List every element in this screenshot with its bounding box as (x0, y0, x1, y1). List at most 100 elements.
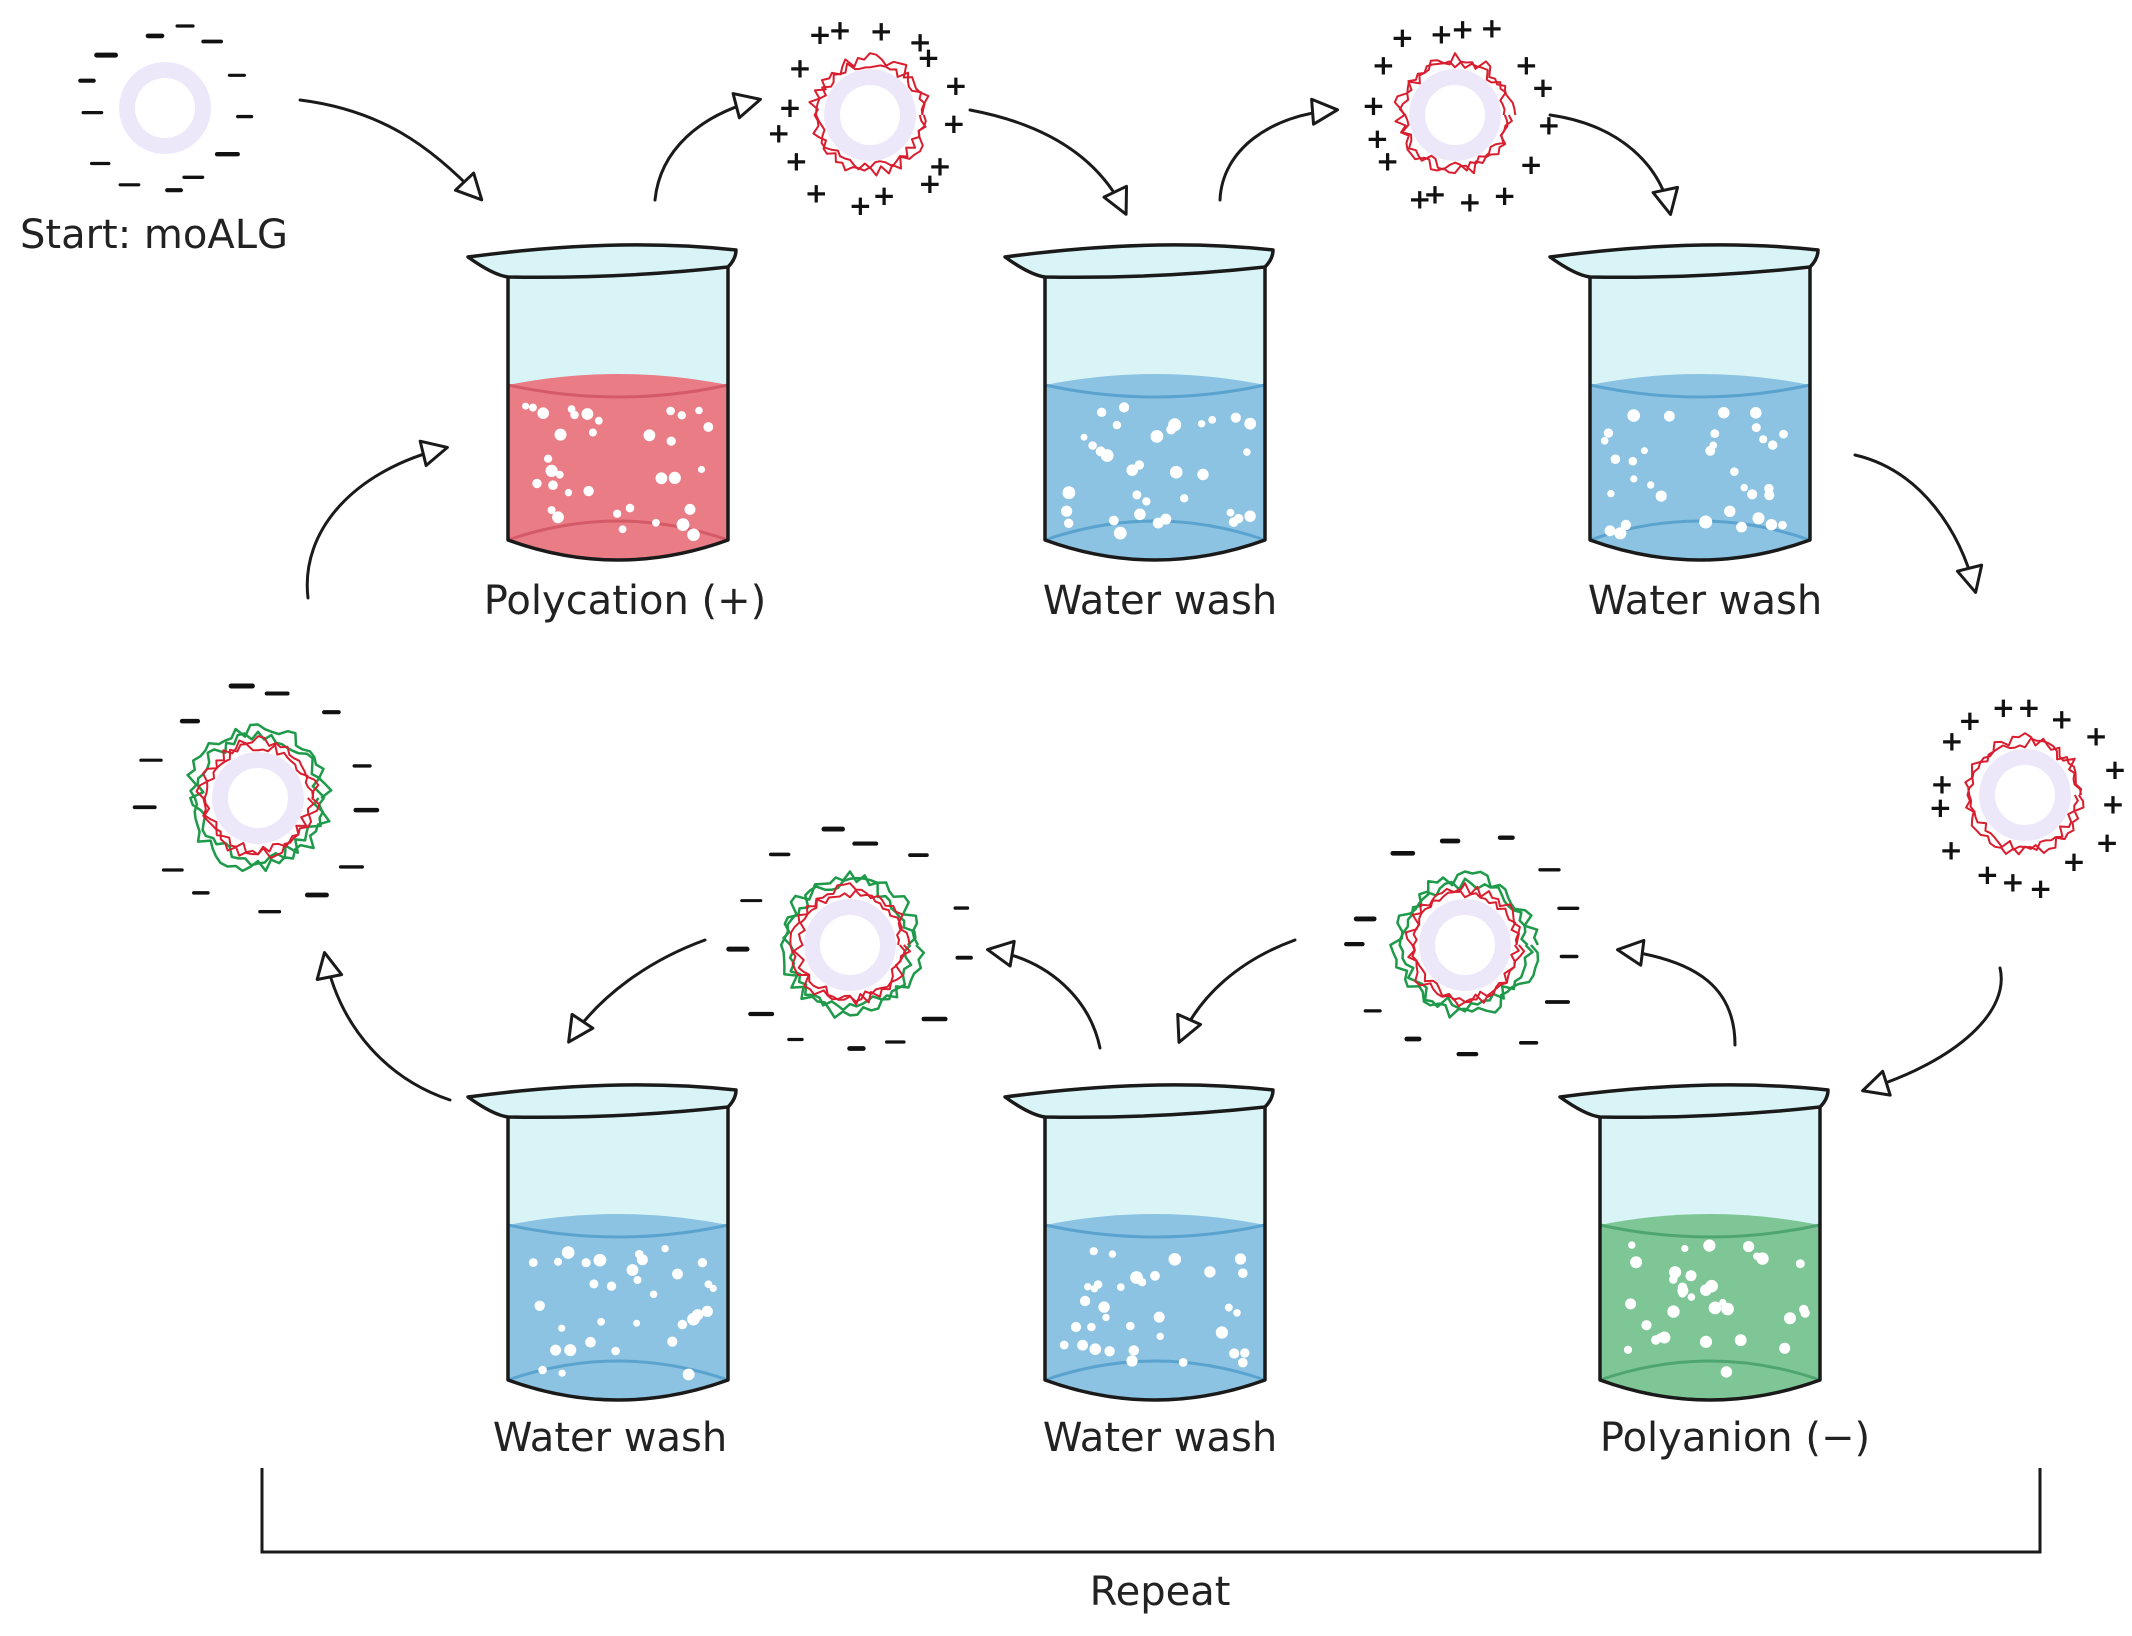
beaker-outline (1588, 265, 1812, 562)
particle-moalg (78, 24, 254, 193)
bubble (1603, 428, 1614, 438)
repeat-label: Repeat (1090, 1569, 1231, 1615)
bubble (1180, 494, 1189, 503)
bubble (1604, 525, 1616, 537)
bubble (682, 1368, 695, 1381)
bubble (1079, 1295, 1091, 1307)
bubble (1620, 519, 1632, 531)
bubble (618, 525, 627, 534)
bubble (1062, 486, 1076, 500)
charge-sign-positive: + (788, 52, 811, 85)
bubble (1625, 1298, 1637, 1310)
charge-sign-positive: + (1930, 768, 1953, 801)
charge-sign-positive: + (944, 69, 967, 102)
bubble (593, 1253, 607, 1267)
bubble (1703, 1239, 1716, 1252)
charge-sign-positive: + (1480, 11, 1503, 44)
bubble (1640, 447, 1648, 455)
bubble (1160, 513, 1172, 525)
charge-sign-positive: + (804, 176, 827, 209)
bubble (1764, 490, 1775, 501)
particle-polycation-coated: ++++++++++++++++ (767, 14, 968, 222)
charge-sign-positive: + (767, 117, 790, 150)
bubble (1243, 448, 1251, 456)
beaker-outline (1043, 1105, 1267, 1402)
charge-sign-positive: + (2084, 720, 2107, 753)
bubble (672, 1268, 683, 1280)
charge-sign-positive: + (908, 25, 931, 58)
particle-core (820, 915, 880, 975)
bubble (676, 518, 690, 531)
bubble (1750, 407, 1762, 419)
bubble (1708, 1301, 1722, 1315)
polyelectrolyte-layer (186, 723, 333, 873)
bubble (1623, 1345, 1633, 1354)
charge-sign-positive: + (1430, 18, 1453, 51)
bubble (626, 1264, 639, 1276)
bubble (1234, 1253, 1247, 1265)
beaker-rim (1003, 1083, 1275, 1120)
bubble (1084, 1283, 1092, 1291)
bubble (1240, 1348, 1250, 1358)
bubble (1779, 1342, 1791, 1354)
particle-core (840, 85, 900, 145)
bubble (1233, 1309, 1241, 1317)
arrow-loop-back (305, 439, 449, 600)
bubble (548, 480, 558, 491)
bubble (588, 428, 597, 437)
bubble (1102, 1313, 1110, 1322)
bubble (1089, 1343, 1102, 1355)
bubble (1150, 1270, 1160, 1281)
bubble (1244, 510, 1256, 522)
bubble (666, 436, 676, 446)
bubble (561, 1246, 575, 1259)
bubble (1678, 1289, 1687, 1298)
charge-sign-positive: + (2095, 826, 2118, 859)
bubble (564, 488, 573, 497)
polyelectrolyte-layer (1964, 732, 2085, 856)
charge-sign-positive: + (1376, 145, 1399, 178)
beaker-water-wash-2 (1548, 243, 1820, 562)
bubble (1768, 440, 1778, 450)
bubble (1238, 1268, 1248, 1278)
bubble (1070, 1321, 1082, 1333)
particle-polyanion-coated (1344, 835, 1580, 1057)
beaker-rim (1548, 243, 1820, 280)
bubble (1795, 1259, 1805, 1269)
bubble (1705, 1279, 1718, 1293)
charge-sign-positive: + (2103, 753, 2126, 786)
polyelectrolyte-layer (195, 735, 321, 860)
beaker-outline (506, 265, 730, 562)
bubble (1681, 1244, 1689, 1253)
charge-sign-positive: + (1458, 185, 1481, 218)
bubble (1169, 465, 1183, 479)
bubble (1108, 1250, 1117, 1258)
bubble (1628, 456, 1638, 466)
charge-sign-positive: + (1939, 834, 1962, 867)
arrow-right-down (1853, 453, 1984, 594)
bubble (594, 416, 603, 425)
arrow-into-water-wash-4 (567, 938, 707, 1044)
bubble (1098, 1301, 1110, 1313)
bubble (1778, 520, 1787, 530)
charge-sign-positive: + (2101, 788, 2124, 821)
charge-sign-positive: + (942, 107, 965, 140)
bubble (666, 406, 675, 416)
charge-sign-positive: + (1940, 725, 1963, 758)
bubble (655, 472, 668, 485)
charge-sign-positive: + (2050, 702, 2073, 735)
charge-sign-positive: + (928, 150, 951, 183)
bubble (1087, 1322, 1096, 1332)
bubble (635, 1249, 644, 1259)
bubble (1126, 1355, 1138, 1367)
bubble (1132, 490, 1142, 500)
bubble (581, 408, 594, 420)
bubble (704, 1280, 713, 1289)
charge-sign-positive: + (828, 14, 851, 47)
bubble (1166, 424, 1176, 435)
polyelectrolyte-layer (1411, 888, 1520, 1003)
bubble (1095, 446, 1106, 457)
bubble (534, 1300, 545, 1312)
liquid-bottom-line (507, 519, 729, 542)
bubble (1080, 433, 1088, 441)
